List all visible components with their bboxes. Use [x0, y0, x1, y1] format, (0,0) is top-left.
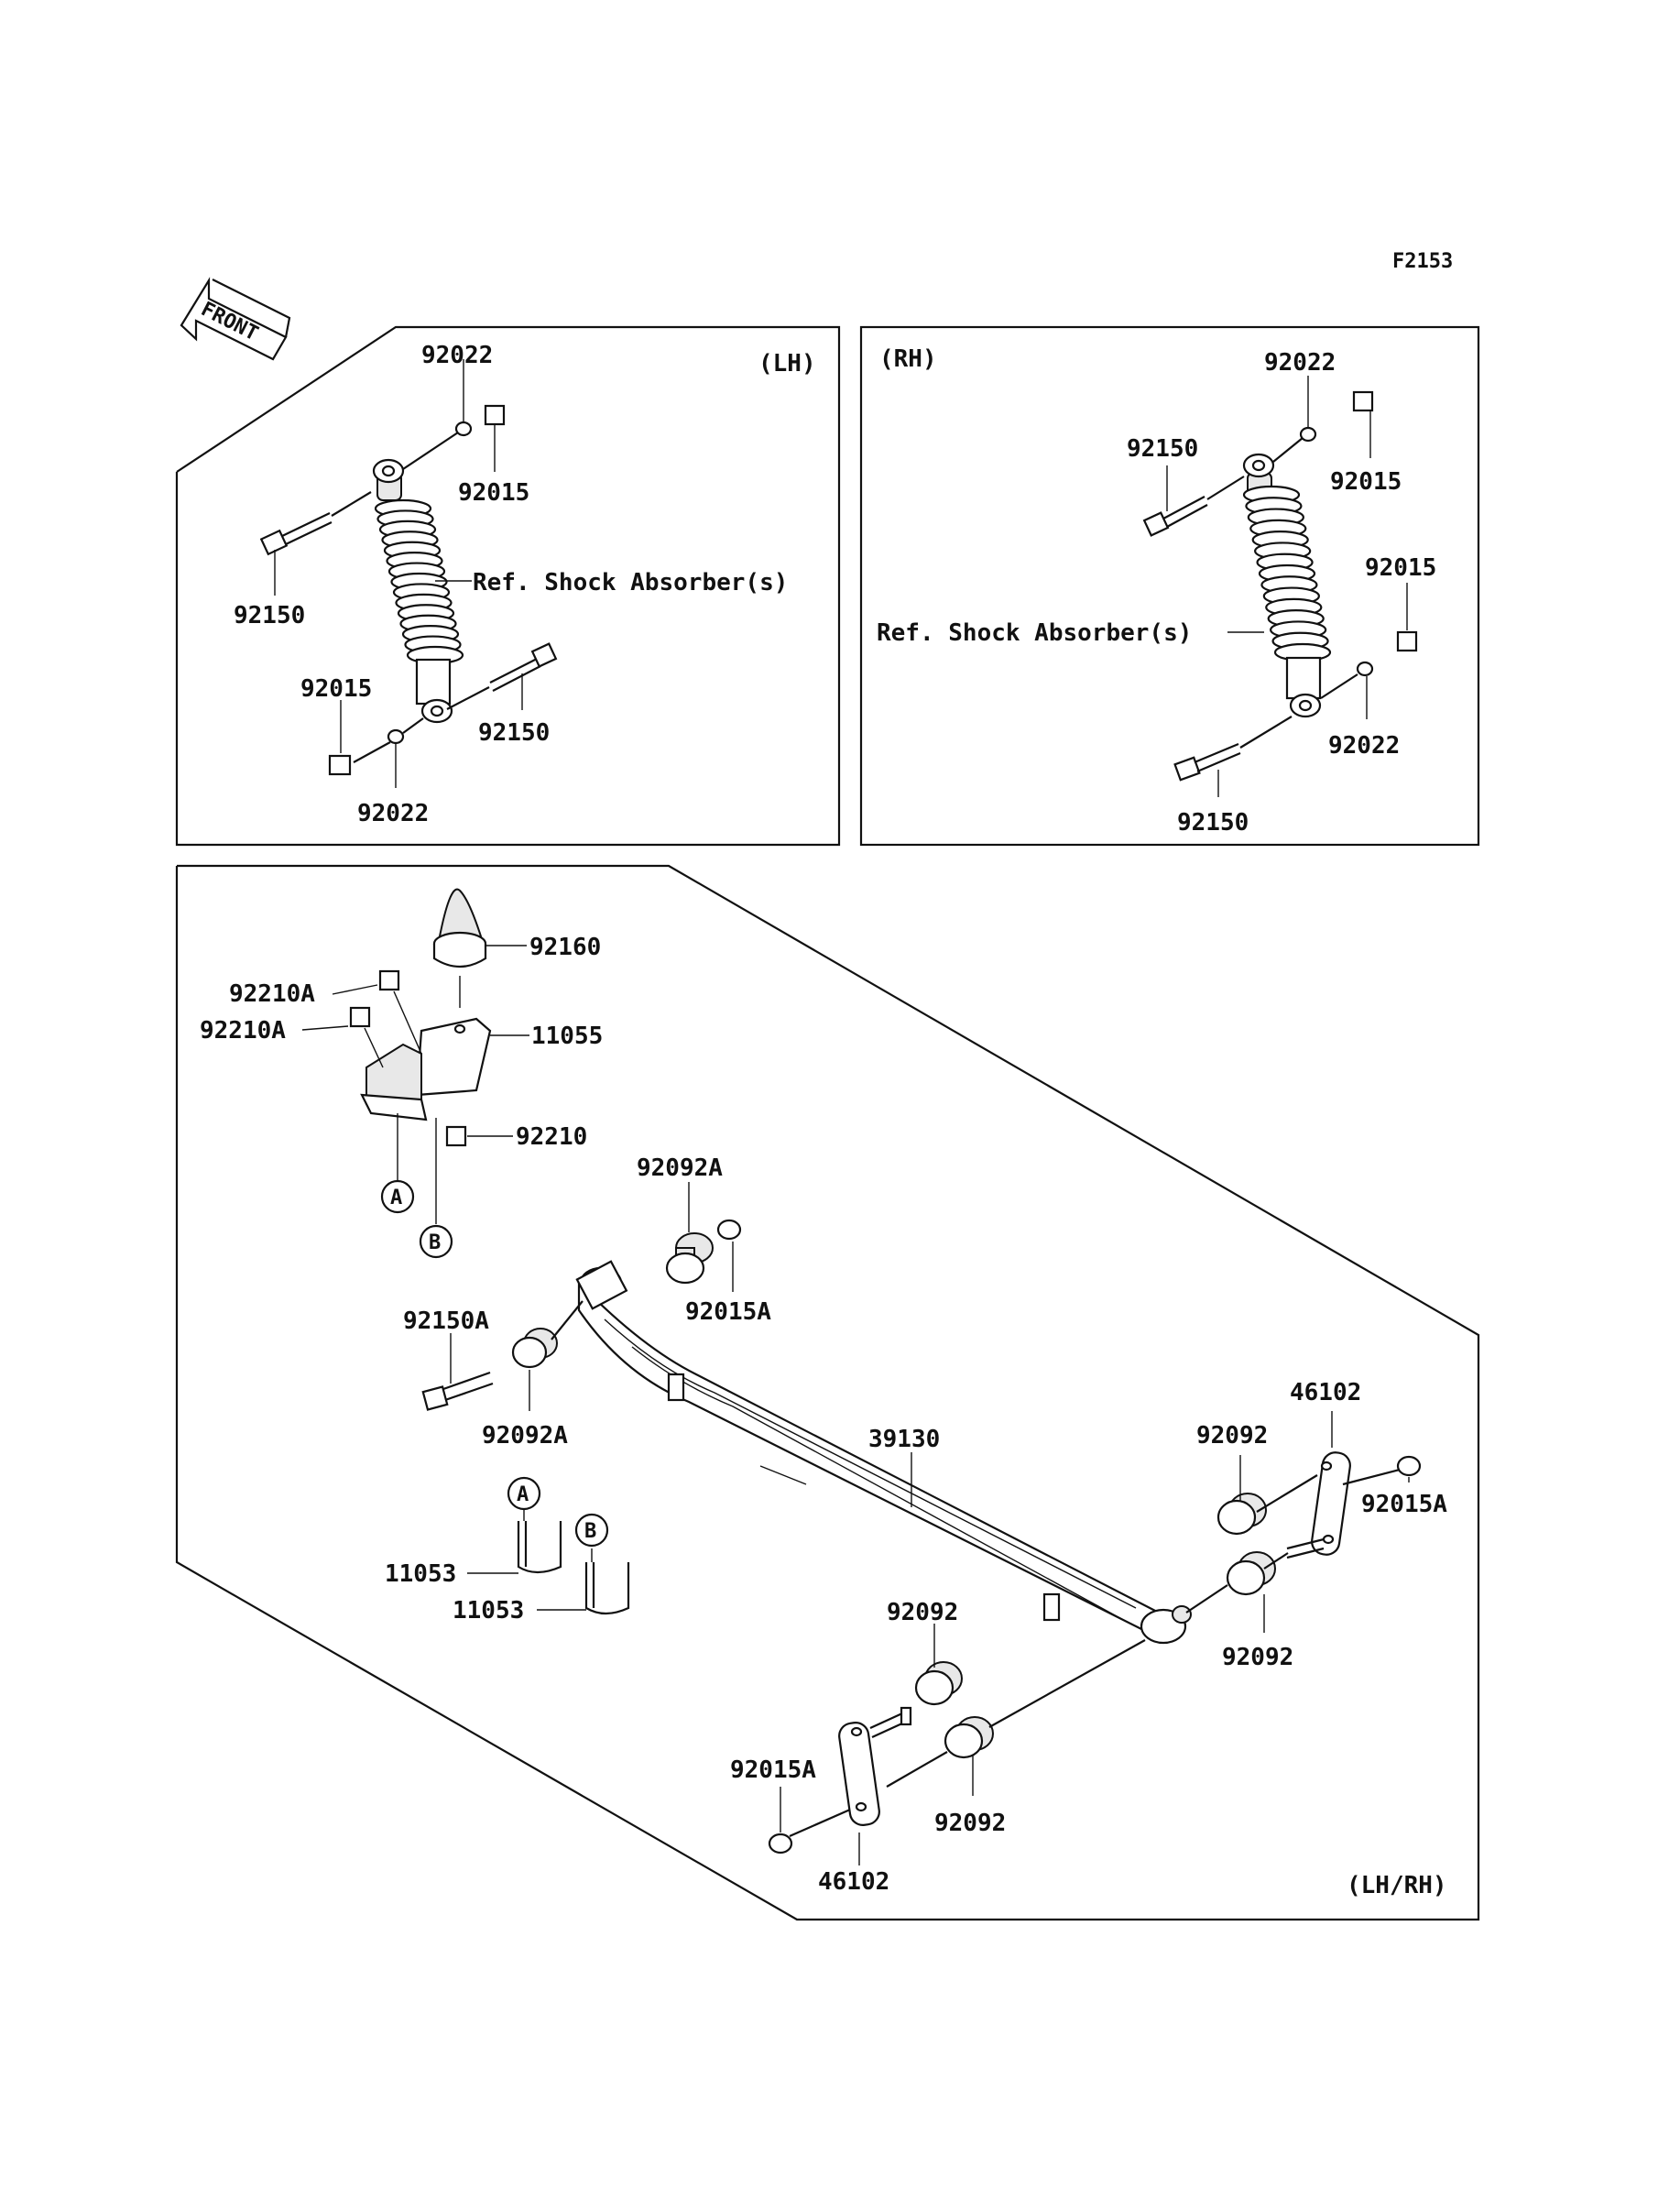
figure-code: F2153 — [1392, 250, 1453, 273]
leaf-spring-39130 — [575, 1260, 1192, 1645]
label-92092A-lower: 92092A — [482, 1422, 568, 1450]
nut-92210A-lower — [349, 1006, 371, 1028]
spring-side-label: (LH/RH) — [1347, 1872, 1447, 1899]
marker-b-top — [419, 1224, 453, 1259]
u-bolt-11053-a — [517, 1521, 562, 1574]
label-92092-left-lower: 92092 — [934, 1810, 1006, 1837]
bushing-92092-left-upper — [914, 1661, 963, 1706]
lh-nut-92015-bottom — [328, 754, 352, 776]
lh-label-92015-top: 92015 — [458, 479, 529, 507]
label-92210A-upper: 92210A — [229, 980, 315, 1008]
bushing-92092A-upper — [665, 1232, 714, 1285]
label-39130: 39130 — [868, 1426, 940, 1453]
lh-side-label: (LH) — [758, 350, 816, 377]
lh-bolt-92150-top — [259, 512, 333, 556]
rh-label-92150-top: 92150 — [1127, 435, 1198, 463]
label-92015A-right: 92015A — [1361, 1491, 1447, 1518]
lh-ref-shock-absorber: Ref. Shock Absorber(s) — [473, 569, 788, 596]
lh-washer-92022-bottom — [387, 728, 405, 745]
bushing-92092-right-lower — [1226, 1551, 1276, 1596]
lh-label-92150-bottom: 92150 — [478, 719, 550, 747]
rh-label-92022-bottom: 92022 — [1328, 732, 1400, 760]
lh-label-92015-bottom: 92015 — [300, 675, 372, 703]
lh-label-92022-top: 92022 — [421, 342, 493, 369]
shackle-46102-left — [838, 1706, 912, 1826]
marker-a-bottom-label: A — [517, 1483, 529, 1506]
rh-side-label: (RH) — [879, 345, 937, 373]
lh-nut-92015-top — [484, 404, 506, 426]
shackle-46102-right — [1286, 1451, 1351, 1559]
nut-92015A-right — [1396, 1455, 1422, 1477]
marker-a-top-label: A — [390, 1187, 402, 1209]
label-11053-b: 11053 — [453, 1597, 524, 1625]
marker-a-top — [380, 1179, 415, 1214]
marker-b-bottom — [574, 1513, 609, 1548]
nut-92015A-left — [768, 1832, 793, 1854]
marker-a-bottom — [507, 1476, 541, 1511]
rh-panel: (RH) 92022 92015 92150 Ref. Shock Absorb… — [859, 325, 1480, 847]
rh-ref-shock-absorber: Ref. Shock Absorber(s) — [877, 619, 1192, 647]
label-92092-right-upper: 92092 — [1196, 1422, 1268, 1450]
label-46102-right: 46102 — [1290, 1379, 1361, 1406]
bushing-92092A-lower — [511, 1328, 558, 1369]
u-bolt-11053-b — [584, 1562, 630, 1615]
lh-bolt-92150-bottom — [489, 642, 558, 692]
bump-stop-92160 — [432, 888, 487, 968]
label-92210: 92210 — [516, 1123, 587, 1151]
marker-b-top-label: B — [429, 1231, 441, 1254]
label-92092-left-upper: 92092 — [887, 1599, 958, 1626]
label-11055: 11055 — [531, 1023, 603, 1050]
label-92160: 92160 — [529, 934, 601, 961]
rh-bolt-92150-bottom — [1173, 742, 1241, 782]
nut-92210 — [445, 1125, 467, 1147]
marker-b-bottom-label: B — [584, 1520, 596, 1543]
rh-bolt-92150-top — [1142, 496, 1208, 537]
bracket-11055 — [360, 1017, 492, 1121]
label-92015A-left: 92015A — [730, 1756, 816, 1784]
rh-nut-92015-mid — [1396, 630, 1418, 652]
rh-nut-92015-top — [1352, 390, 1374, 412]
rh-label-92150-bottom: 92150 — [1177, 809, 1249, 837]
lh-label-92022-bottom: 92022 — [357, 800, 429, 827]
front-arrow-icon: FRONT — [180, 277, 291, 361]
label-92092A-upper: 92092A — [637, 1154, 723, 1182]
spring-panel: (LH/RH) 92160 11055 92210A 92210A — [175, 864, 1480, 1921]
label-92150A: 92150A — [403, 1307, 489, 1335]
label-46102-left: 46102 — [818, 1868, 889, 1896]
lh-panel: (LH) 92022 92015 92150 Ref. Sh — [175, 325, 841, 847]
label-92092-right-lower: 92092 — [1222, 1644, 1293, 1671]
nut-92210A-upper — [378, 969, 400, 991]
bushing-92092-right-upper — [1216, 1493, 1267, 1536]
rh-label-92015-mid: 92015 — [1365, 554, 1436, 582]
nut-92015A-upper — [716, 1219, 742, 1241]
rh-shock-absorber — [1242, 453, 1332, 718]
lh-shock-absorber — [372, 458, 464, 724]
rh-washer-92022-bottom — [1356, 661, 1374, 677]
front-label: FRONT — [197, 298, 261, 345]
lh-label-92150-top: 92150 — [234, 602, 305, 629]
rh-label-92015-top: 92015 — [1330, 468, 1402, 496]
rh-label-92022-top: 92022 — [1264, 349, 1336, 377]
label-92210A-lower: 92210A — [200, 1017, 286, 1045]
rh-washer-92022-top — [1299, 426, 1317, 443]
label-92015A-upper: 92015A — [685, 1298, 771, 1326]
label-11053-a: 11053 — [385, 1560, 456, 1588]
lh-washer-92022-top — [454, 421, 473, 437]
bushing-92092-left-lower — [944, 1716, 994, 1759]
bolt-92150A — [421, 1371, 494, 1411]
